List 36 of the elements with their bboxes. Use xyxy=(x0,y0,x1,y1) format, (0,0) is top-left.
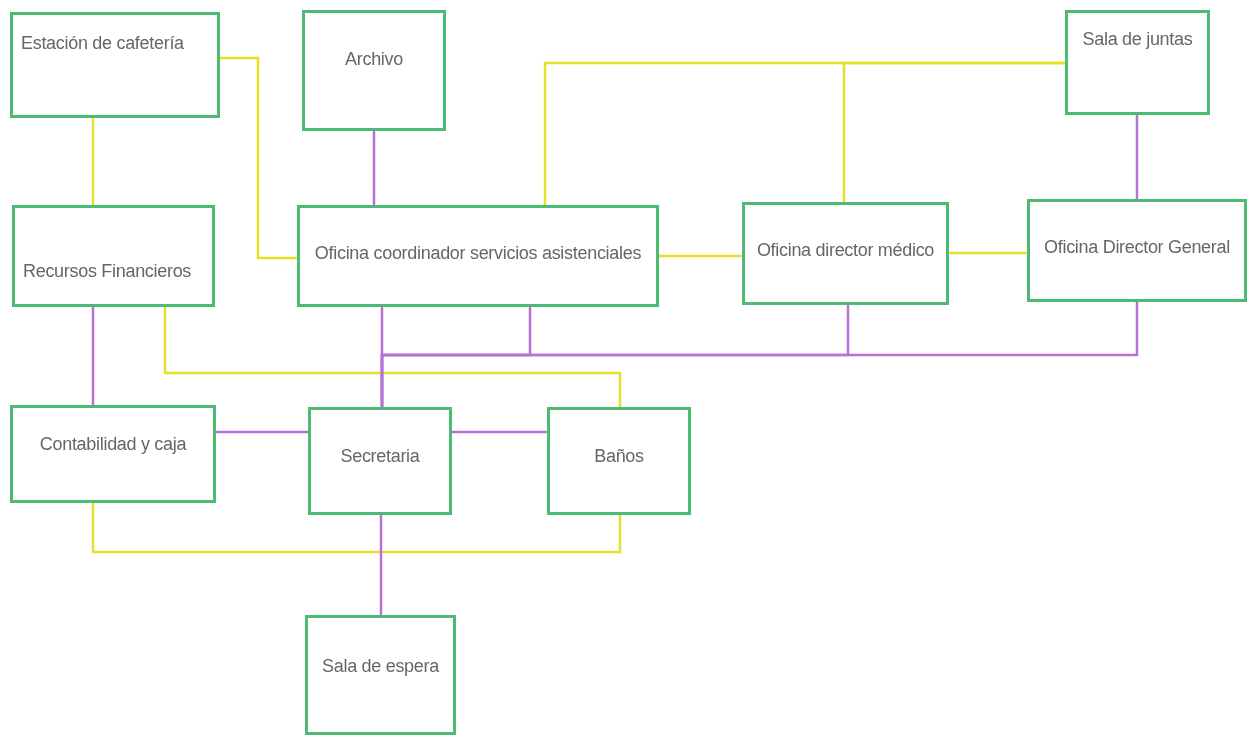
room-box xyxy=(742,202,949,305)
connector-line xyxy=(1135,115,1139,199)
connector-line xyxy=(91,307,95,405)
room-name: Oficina coordinador servicios asistenciales xyxy=(314,243,642,264)
connector-line xyxy=(220,56,297,260)
room-name: Contabilidad y caja xyxy=(39,434,187,455)
room-name: Sala de juntas xyxy=(1082,29,1193,50)
connector-line xyxy=(216,430,308,434)
room-name: Sala de espera xyxy=(322,656,439,677)
connector-line xyxy=(379,515,383,615)
room-name: Archivo xyxy=(345,49,403,70)
room-box xyxy=(547,407,691,515)
room-name: Estación de cafetería xyxy=(21,33,184,54)
connector-line xyxy=(91,503,622,554)
room-name: Secretaria xyxy=(340,446,420,467)
connector-line xyxy=(91,118,95,205)
room-box xyxy=(297,205,659,307)
room-box xyxy=(12,205,215,307)
room-box xyxy=(1065,10,1210,115)
room-box xyxy=(10,12,220,118)
room-box xyxy=(308,407,452,515)
room-box xyxy=(10,405,216,503)
room-name: Recursos Financieros xyxy=(23,260,192,282)
connector-line xyxy=(380,302,1139,407)
room-box xyxy=(1027,199,1247,302)
connector-line xyxy=(452,430,547,434)
connector-line xyxy=(372,131,376,205)
connector-line xyxy=(949,251,1027,255)
room-name: Baños xyxy=(594,446,644,467)
connector-line xyxy=(163,307,622,407)
connector-line xyxy=(659,254,742,258)
room-name: Oficina director médico xyxy=(756,240,935,261)
room-name: Oficina Director General xyxy=(1044,237,1230,258)
room-box xyxy=(305,615,456,735)
room-box xyxy=(302,10,446,131)
connector-line xyxy=(842,61,1065,202)
